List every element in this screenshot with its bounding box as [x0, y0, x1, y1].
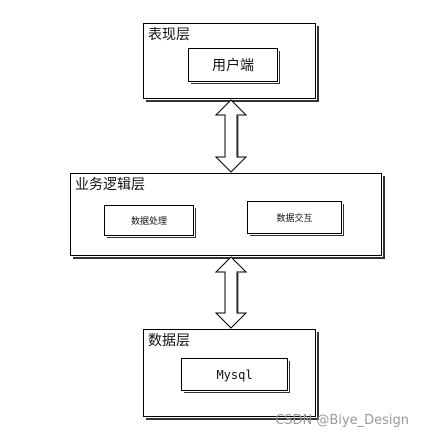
watermark: CSDN @Biye_Design — [275, 413, 409, 428]
double-arrow-presentation-business — [214, 99, 248, 173]
business-logic-layer-title: 业务逻辑层 — [75, 177, 145, 193]
double-arrow-shape — [214, 256, 248, 329]
mysql-box: Mysql — [181, 358, 290, 393]
client-label: 用户端 — [212, 58, 254, 74]
presentation-layer-title: 表现层 — [148, 27, 190, 43]
data-processing-label: 数据处理 — [130, 217, 167, 227]
presentation-layer: 表现层 — [143, 23, 319, 102]
data-layer-title: 数据层 — [148, 333, 190, 349]
client-box: 用户端 — [188, 48, 280, 84]
double-arrow-shape — [214, 99, 248, 173]
data-interaction-label: 数据交互 — [276, 214, 313, 224]
double-arrow-business-data — [214, 256, 248, 329]
mysql-label: Mysql — [216, 367, 253, 382]
data-processing-box: 数据处理 — [104, 205, 196, 238]
data-interaction-box: 数据交互 — [247, 201, 344, 236]
